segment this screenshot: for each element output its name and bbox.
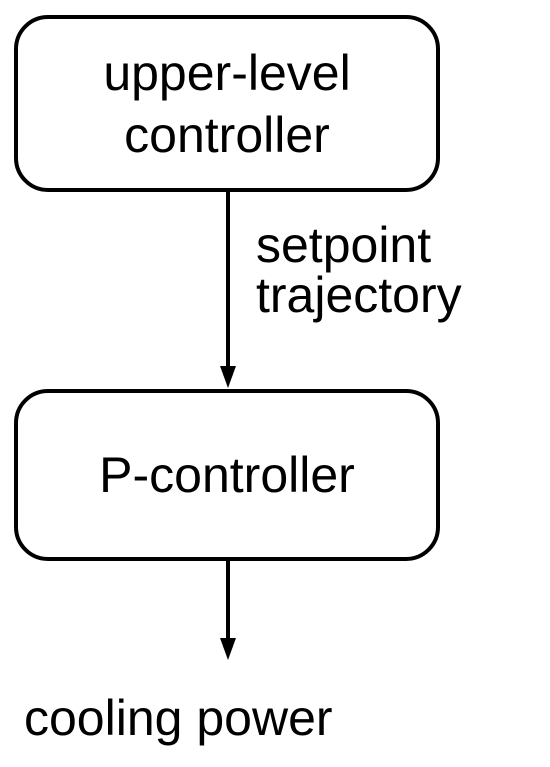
upper-level-controller-block: upper-level controller — [14, 15, 440, 192]
arrow-output-head — [220, 638, 236, 660]
setpoint-label-line-1: setpoint — [256, 217, 432, 273]
upper-level-controller-line-2: controller — [124, 106, 330, 163]
arrow-output — [220, 561, 236, 660]
setpoint-trajectory-label: setpoint trajectory — [256, 220, 462, 320]
cooling-power-label: cooling power — [24, 690, 333, 746]
upper-level-controller-line-1: upper-level — [103, 44, 351, 101]
arrow-setpoint-head — [220, 366, 236, 388]
arrow-setpoint — [220, 192, 236, 388]
setpoint-label-line-2: trajectory — [256, 267, 462, 323]
p-controller-label: P-controller — [99, 447, 355, 503]
p-controller-block: P-controller — [14, 389, 440, 561]
